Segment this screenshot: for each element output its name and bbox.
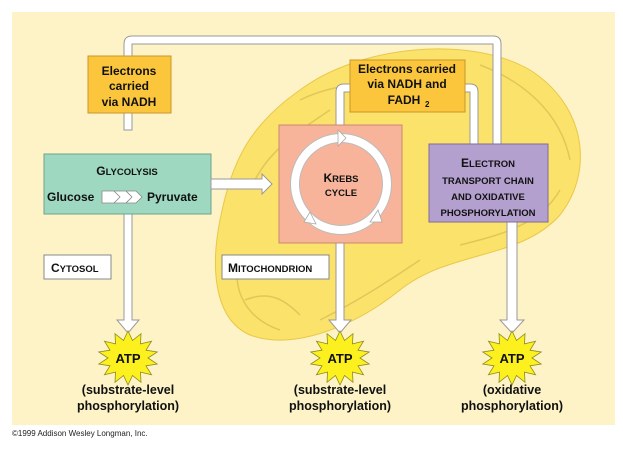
svg-text:ATP: ATP <box>115 351 140 366</box>
nadh-fadh2-carrier-box <box>349 59 466 113</box>
svg-text:Glucose: Glucose <box>47 190 95 204</box>
atp-starburst-icon <box>97 330 159 386</box>
svg-text:KREBS: KREBS <box>323 171 358 185</box>
electron-transport-chain-box <box>428 143 549 223</box>
etc-atp-arrow <box>498 221 526 334</box>
svg-text:MITOCHONDRION: MITOCHONDRION <box>228 261 312 275</box>
copyright: ©1999 Addison Wesley Longman, Inc. <box>12 429 148 438</box>
svg-text:GLYCOLYSIS: GLYCOLYSIS <box>96 164 157 178</box>
atp-starburst-icon <box>309 330 371 386</box>
pyruvate-to-krebs-arrow <box>210 172 273 196</box>
nadh-to-etc-arrow <box>123 35 509 173</box>
glycolysis-steps-arrows <box>101 190 143 204</box>
svg-text:ATP: ATP <box>499 351 524 366</box>
svg-text:2: 2 <box>425 100 430 109</box>
mitochondrion-label <box>221 254 330 280</box>
glycolysis-box <box>43 153 212 215</box>
cytosol-label <box>43 254 112 280</box>
svg-text:CYCLE: CYCLE <box>325 188 357 199</box>
glycolysis-atp-arrow <box>115 213 141 334</box>
krebs-atp-arrow <box>327 242 353 334</box>
svg-text:CYTOSOL: CYTOSOL <box>51 261 99 275</box>
svg-text:Pyruvate: Pyruvate <box>147 190 198 204</box>
svg-text:ATP: ATP <box>327 351 352 366</box>
svg-text:ELECTRON: ELECTRON <box>461 156 515 170</box>
nadh-carrier-box <box>87 55 172 114</box>
atp-starburst-icon <box>481 330 543 386</box>
